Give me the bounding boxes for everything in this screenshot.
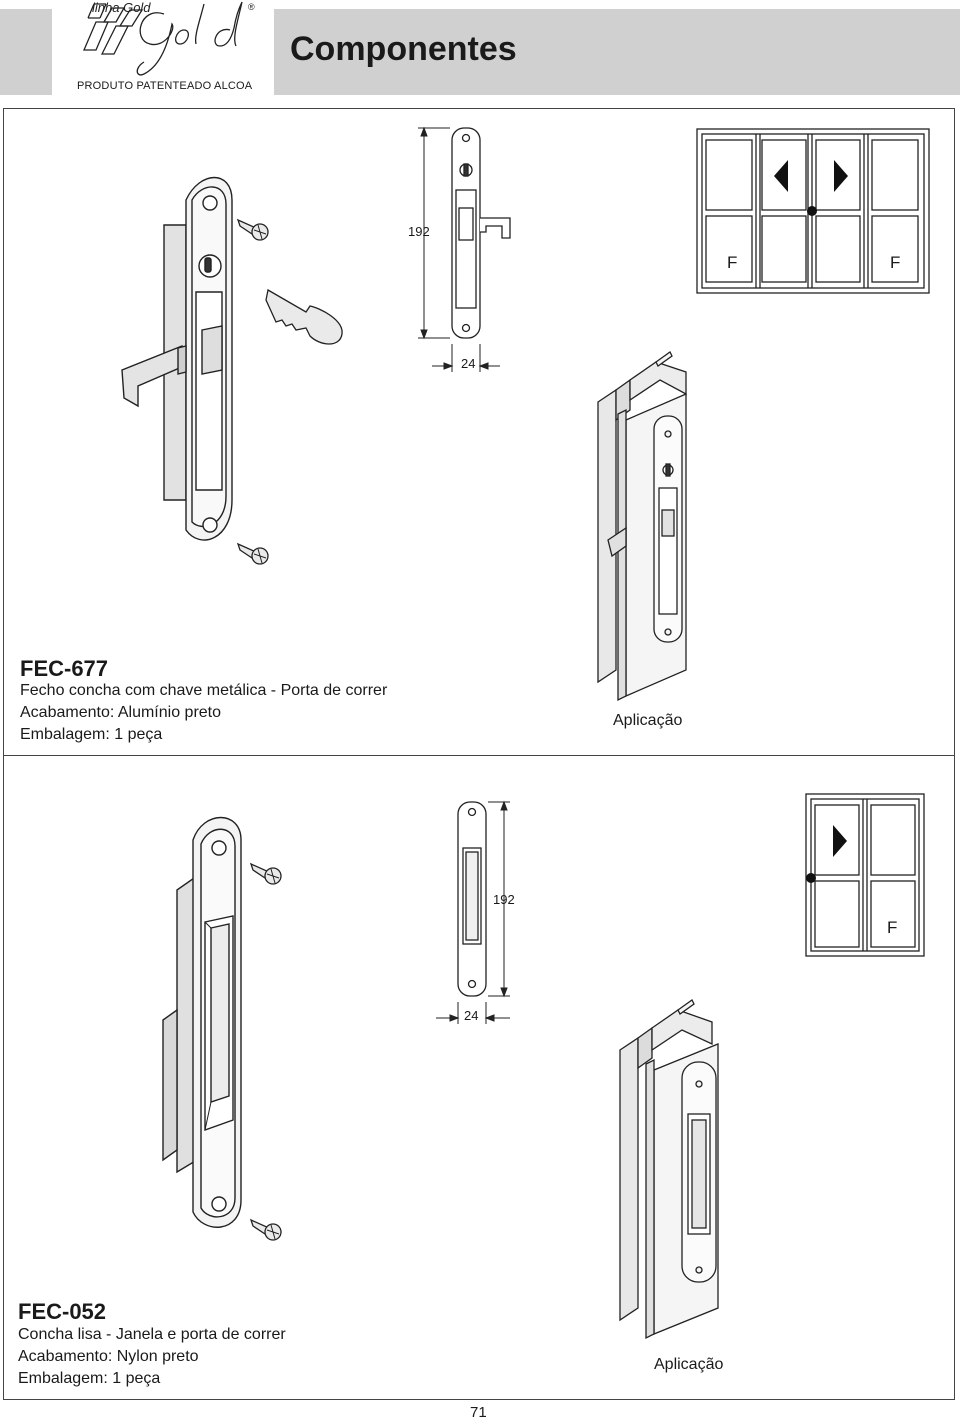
fec052-finish: Acabamento: Nylon preto (18, 1348, 199, 1365)
fec677-width-dimension: 24 (461, 356, 476, 371)
fec677-window-label-fixed-right: F (890, 253, 901, 272)
fec677-dimension-drawing (418, 126, 511, 372)
fec677-description: Fecho concha com chave metálica - Porta … (20, 682, 388, 699)
fec677-height-dimension: 192 (408, 224, 430, 239)
fec052-application-caption: Aplicação (654, 1356, 724, 1373)
svg-text:linha Gold: linha Gold (92, 0, 151, 15)
lock-point-icon (807, 206, 817, 216)
arrow-right-icon (834, 160, 848, 192)
fec052-packaging: Embalagem: 1 peça (18, 1370, 161, 1387)
logo-caption: PRODUTO PATENTEADO ALCOA (77, 80, 253, 92)
page-number: 71 (470, 1404, 487, 1421)
fec677-window-label-fixed-left: F (727, 253, 738, 272)
fec052-window-label-fixed: F (887, 918, 898, 937)
fec052-width-dimension: 24 (464, 1008, 479, 1023)
arrow-right-icon (833, 825, 847, 857)
lock-point-icon (806, 873, 816, 883)
fec052-application-illustration (619, 999, 719, 1340)
fec052-description: Concha lisa - Janela e porta de correr (18, 1326, 286, 1343)
registered-mark: ® (248, 2, 255, 12)
fec677-window-diagram (696, 128, 930, 294)
fec052-product-code: FEC-052 (18, 1299, 107, 1324)
section-divider (4, 755, 954, 756)
arrow-left-icon (774, 160, 788, 192)
content-frame (3, 108, 955, 1400)
fec052-window-diagram (805, 793, 925, 957)
fec677-application-illustration (597, 351, 687, 702)
fec677-lock-illustration (121, 176, 343, 565)
logo-script-graphic: linha Gold ® (83, 0, 255, 76)
page-title: Componentes (290, 30, 517, 68)
fec677-application-caption: Aplicação (613, 712, 683, 729)
fec052-shell-illustration (162, 816, 282, 1241)
fec677-finish: Acabamento: Alumínio preto (20, 704, 222, 721)
fec677-product-code: FEC-677 (20, 656, 109, 681)
fec677-packaging: Embalagem: 1 peça (20, 726, 163, 743)
fec052-height-dimension: 192 (493, 892, 515, 907)
fec052-dimension-drawing (436, 800, 510, 1024)
